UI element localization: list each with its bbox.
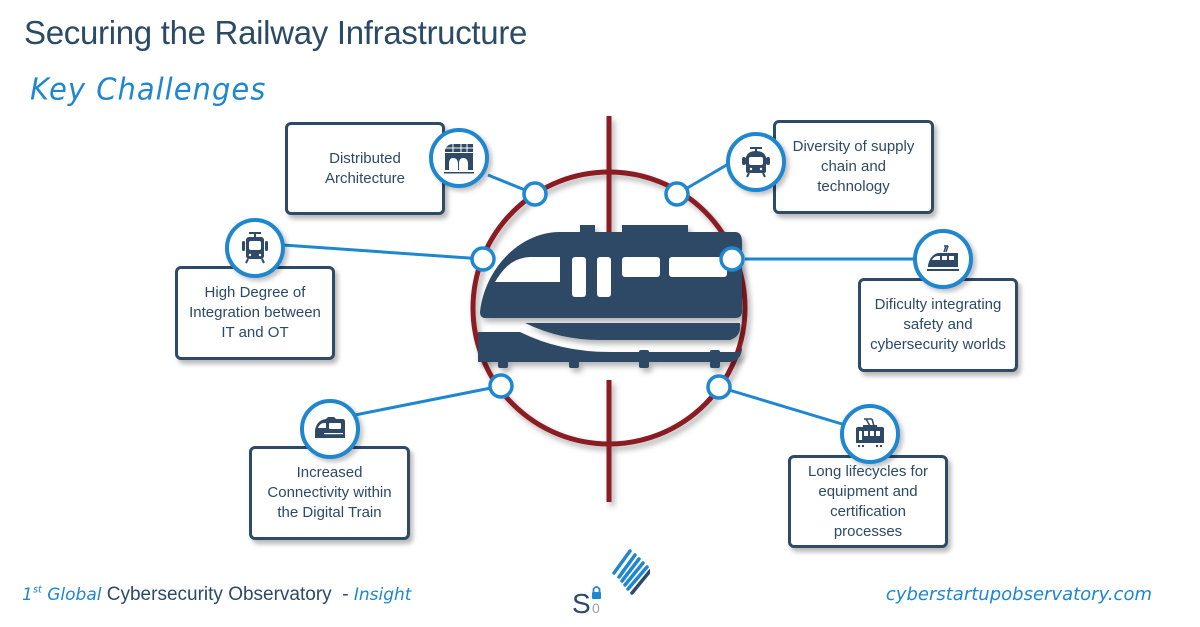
light-rail-icon <box>927 245 959 271</box>
icon-bubble-it-ot <box>225 218 285 278</box>
anchor-node <box>488 373 514 399</box>
challenge-label: Diversity of supply chain and technology <box>792 138 915 195</box>
lock-icon <box>592 592 601 599</box>
challenge-box-it-ot-integration: High Degree of Integration between IT an… <box>175 266 335 360</box>
icon-bubble-safety-cybersecurity <box>913 229 973 289</box>
page-subtitle: Key Challenges <box>30 71 267 107</box>
footer-ordinal: 1 <box>22 585 33 605</box>
icon-bubble-lifecycles <box>840 404 900 464</box>
footer-observatory: Cybersecurity Observatory <box>106 584 332 605</box>
station-arch-icon <box>444 144 474 174</box>
anchor-node <box>522 181 548 207</box>
connector-line <box>718 385 843 426</box>
website-link[interactable]: cyberstartupobservatory.com <box>885 584 1152 605</box>
icon-bubble-supply-chain <box>726 132 786 192</box>
anchor-nodes <box>470 181 745 400</box>
footer-ordinal-suffix: st <box>32 584 42 596</box>
challenge-box-lifecycles: Long lifecycles for equipment and certif… <box>788 455 948 548</box>
challenge-box-supply-chain: Diversity of supply chain and technology <box>773 120 934 214</box>
footer-global: Global <box>47 585 102 605</box>
challenge-label: Increased Connectivity within the Digita… <box>267 464 392 521</box>
page-title: Securing the Railway Infrastructure <box>24 14 528 51</box>
challenge-label: High Degree of Integration between IT an… <box>189 284 321 341</box>
challenge-label: Dificulty integrating safety and cyberse… <box>870 296 1006 353</box>
challenge-box-safety-cybersecurity: Dificulty integrating safety and cyberse… <box>858 278 1018 372</box>
train-front-icon <box>742 147 770 178</box>
anchor-node <box>470 246 496 272</box>
observatory-logo: S 0 <box>570 543 652 619</box>
footer-insight: Insight <box>353 585 412 605</box>
footer-tagline: 1st Global Cybersecurity Observatory - I… <box>22 584 411 606</box>
challenge-label: Distributed Architecture <box>324 149 406 187</box>
connector-line <box>354 384 502 417</box>
signal-waves-icon <box>612 549 652 595</box>
challenge-box-distributed-architecture: Distributed Architecture <box>285 122 445 215</box>
tram-front-icon <box>242 232 268 264</box>
icon-bubble-distributed-architecture <box>429 128 489 188</box>
connector-line <box>282 243 484 261</box>
connector-lines <box>282 161 915 426</box>
anchor-node <box>706 374 732 400</box>
anchor-node <box>664 181 690 207</box>
footer-separator: - <box>342 584 349 605</box>
challenge-box-digital-train: Increased Connectivity within the Digita… <box>249 446 410 540</box>
anchor-node <box>719 246 745 272</box>
trolley-icon <box>856 418 884 447</box>
challenge-label: Long lifecycles for equipment and certif… <box>807 462 929 540</box>
logo-sub: 0 <box>592 600 600 616</box>
train-car-icon <box>315 417 345 438</box>
high-speed-train-icon <box>478 225 742 368</box>
logo-letter: S <box>572 588 591 618</box>
icon-bubble-digital-train <box>300 399 360 459</box>
